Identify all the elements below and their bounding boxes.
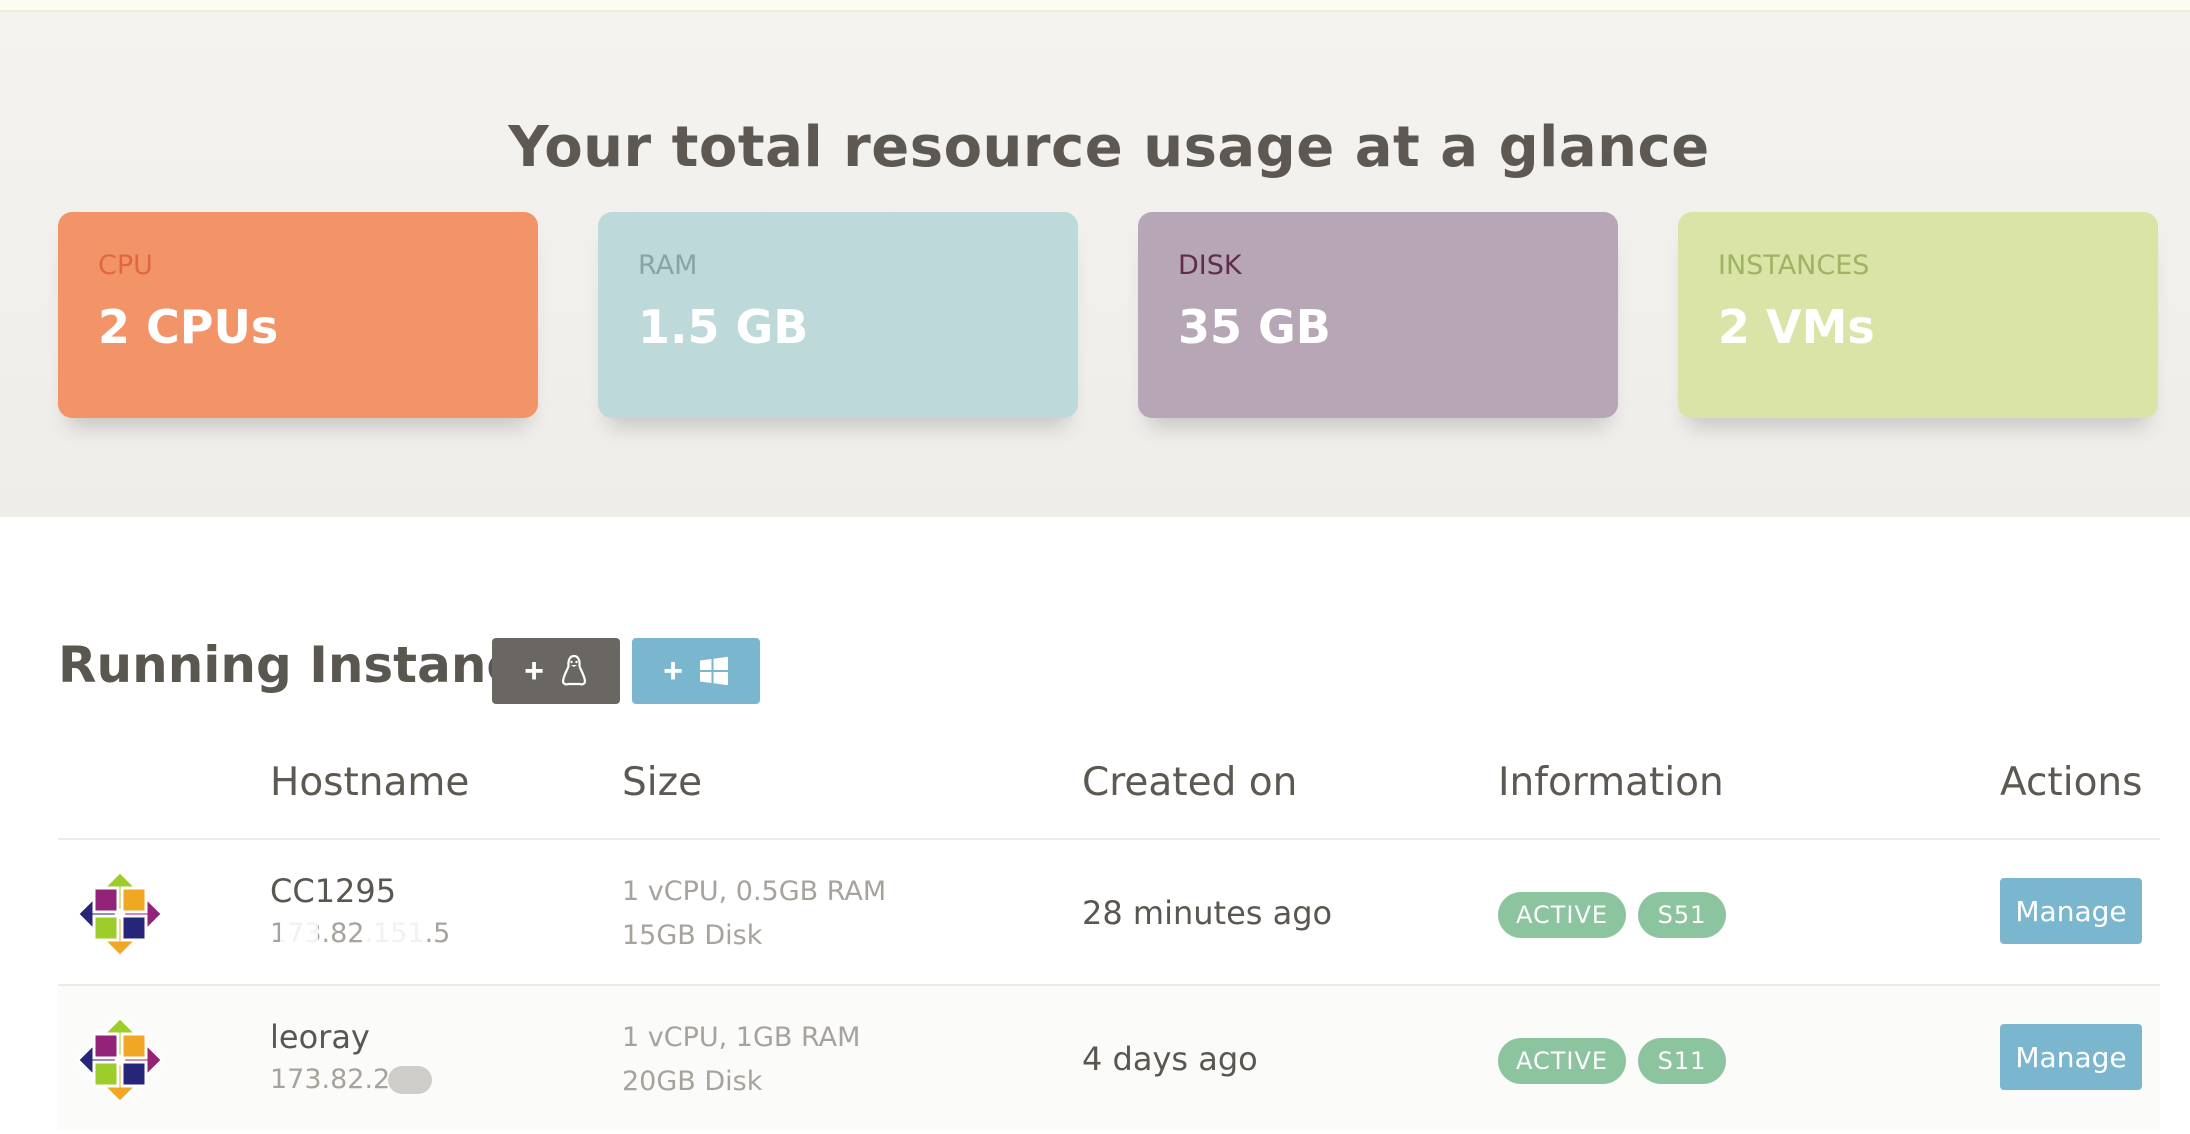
manage-button[interactable]: Manage	[2000, 878, 2142, 944]
size-disk: 20GB Disk	[622, 1066, 763, 1097]
ip-redaction	[362, 920, 422, 948]
resource-summary: Your total resource usage at a glance CP…	[0, 12, 2190, 517]
created-on: 4 days ago	[1082, 1040, 1258, 1078]
size-cpu-ram: 1 vCPU, 1GB RAM	[622, 1022, 861, 1053]
row-divider	[58, 984, 2160, 986]
region-badge: S51	[1638, 892, 1726, 938]
cpu-value: 2 CPUs	[98, 300, 279, 354]
created-on: 28 minutes ago	[1082, 894, 1333, 932]
ip-redaction	[452, 920, 522, 948]
table-header-divider	[58, 838, 2160, 840]
column-header-actions: Actions	[2000, 760, 2143, 805]
ram-stat-card: RAM 1.5 GB	[598, 212, 1078, 418]
ip-address: 173.82.2	[270, 1064, 391, 1095]
size-disk: 15GB Disk	[622, 920, 763, 951]
region-badge: S11	[1638, 1038, 1726, 1084]
column-header-hostname: Hostname	[270, 760, 470, 805]
windows-logo-icon	[699, 656, 728, 686]
column-header-size: Size	[622, 760, 703, 805]
add-linux-instance-button[interactable]: +	[492, 638, 620, 704]
instances-stat-card: INSTANCES 2 VMs	[1678, 212, 2158, 418]
instances-label: INSTANCES	[1718, 250, 1870, 281]
centos-logo-icon	[76, 1016, 164, 1104]
table-row: CC1295 173.82.151.5 1 vCPU, 0.5GB RAM 15…	[58, 840, 2160, 984]
add-windows-instance-button[interactable]: +	[632, 638, 760, 704]
linux-penguin-icon	[561, 654, 587, 686]
ram-value: 1.5 GB	[638, 300, 809, 354]
plus-label: +	[524, 651, 544, 690]
disk-stat-card: DISK 35 GB	[1138, 212, 1618, 418]
table-row: leoray 173.82.2 1 vCPU, 1GB RAM 20GB Dis…	[58, 986, 2160, 1130]
hostname: CC1295	[270, 872, 397, 910]
cpu-stat-card: CPU 2 CPUs	[58, 212, 538, 418]
hostname: leoray	[270, 1018, 370, 1056]
status-badge: ACTIVE	[1498, 892, 1626, 938]
instances-value: 2 VMs	[1718, 300, 1875, 354]
centos-logo-icon	[76, 870, 164, 958]
manage-button[interactable]: Manage	[2000, 1024, 2142, 1090]
top-border	[0, 0, 2190, 12]
ip-redaction	[280, 920, 318, 948]
column-header-information: Information	[1498, 760, 1724, 805]
disk-label: DISK	[1178, 250, 1242, 281]
status-badge: ACTIVE	[1498, 1038, 1626, 1084]
page-title: Your total resource usage at a glance	[508, 115, 1710, 180]
plus-label: +	[663, 651, 683, 690]
column-header-created-on: Created on	[1082, 760, 1298, 805]
ram-label: RAM	[638, 250, 698, 281]
ip-redaction	[388, 1066, 432, 1094]
disk-value: 35 GB	[1178, 300, 1331, 354]
size-cpu-ram: 1 vCPU, 0.5GB RAM	[622, 876, 887, 907]
cpu-label: CPU	[98, 250, 153, 281]
